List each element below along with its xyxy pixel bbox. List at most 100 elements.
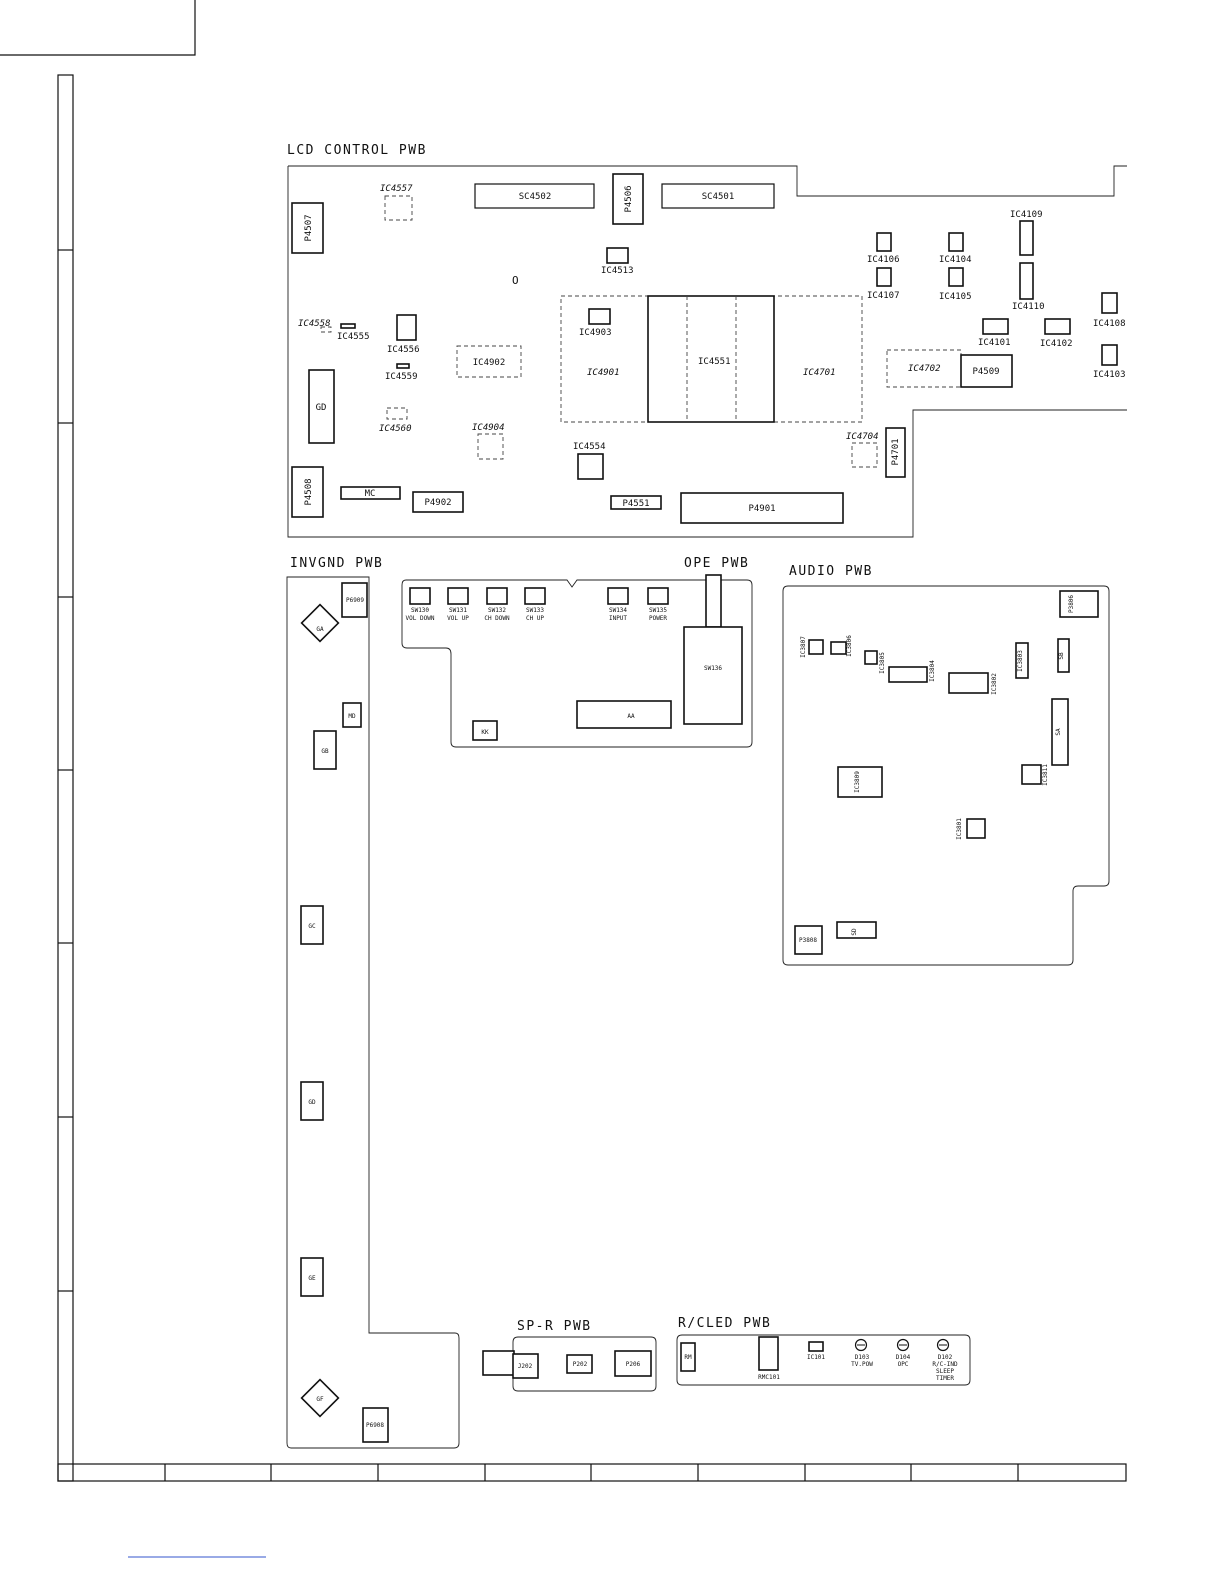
- part-ic3807: IC3807: [800, 636, 807, 658]
- part-ic4555: IC4555: [337, 332, 370, 342]
- part-ic3805: IC3805: [879, 652, 886, 674]
- part-p4506: P4506: [624, 185, 634, 212]
- part-gb: GB: [321, 748, 329, 755]
- part-ic4106: IC4106: [867, 255, 900, 265]
- part-p3808: P3808: [799, 937, 817, 944]
- sw133-ref: SW133: [526, 607, 544, 614]
- page-frame: [0, 0, 1127, 1558]
- part-p6908: P6908: [366, 1422, 384, 1429]
- part-gc: GC: [308, 923, 316, 930]
- part-d103: D103: [855, 1354, 870, 1361]
- part-rm: RM: [684, 1354, 692, 1361]
- part-ic3802: IC3802: [991, 673, 998, 695]
- invgnd-pwb: INVGND PWB P6909 GA MD GB GC GD GE GF P6…: [286, 556, 460, 1449]
- part-rmc101: RMC101: [758, 1374, 780, 1381]
- part-ic4702: IC4702: [908, 364, 941, 374]
- part-ic4105: IC4105: [939, 292, 972, 302]
- part-p6909: P6909: [346, 597, 364, 604]
- part-p4551: P4551: [622, 499, 649, 509]
- part-ic4108: IC4108: [1093, 319, 1126, 329]
- part-d102-function-3: TIMER: [936, 1375, 954, 1382]
- sw134-name: INPUT: [609, 615, 627, 622]
- part-ic4901: IC4901: [587, 368, 620, 378]
- part-p4509: P4509: [972, 367, 999, 377]
- part-ic4560: IC4560: [379, 424, 412, 434]
- sw130-name: VOL DOWN: [406, 615, 435, 622]
- part-sc4501: SC4501: [702, 192, 735, 202]
- ope-pwb-title: OPE PWB: [684, 556, 749, 571]
- part-ic3803: IC3803: [1017, 650, 1024, 672]
- part-ic3804: IC3804: [929, 660, 936, 682]
- part-ic4103: IC4103: [1093, 370, 1126, 380]
- part-j202: J202: [518, 1363, 533, 1370]
- part-ic4704: IC4704: [846, 432, 879, 442]
- sw133-name: CH UP: [526, 615, 544, 622]
- part-ic4559: IC4559: [385, 372, 418, 382]
- part-ic3809: IC3809: [854, 771, 861, 793]
- part-ic101: IC101: [807, 1354, 825, 1361]
- sp-r-pwb-title: SP-R PWB: [517, 1319, 592, 1334]
- part-ic4101: IC4101: [978, 338, 1011, 348]
- part-d102-function-1: R/C-IND: [932, 1361, 958, 1368]
- part-d104-function: OPC: [898, 1361, 909, 1368]
- ope-pwb: OPE PWB SW130 VOL DOWN SW131 VOL UP SW13…: [401, 556, 753, 748]
- sw134-ref: SW134: [609, 607, 627, 614]
- part-o: O: [512, 274, 519, 287]
- part-d102-function-2: SLEEP: [936, 1368, 954, 1375]
- ope-switch-row: SW130 VOL DOWN SW131 VOL UP SW132 CH DOW…: [406, 587, 669, 622]
- part-ic4902: IC4902: [473, 358, 506, 368]
- part-d104: D104: [896, 1354, 911, 1361]
- part-ic4107: IC4107: [867, 291, 900, 301]
- invgnd-pwb-title: INVGND PWB: [290, 556, 383, 571]
- sw130-ref: SW130: [411, 607, 429, 614]
- part-ic4558: IC4558: [298, 319, 331, 329]
- lcd-control-pwb: LCD CONTROL PWB P4507 IC4557 SC4502 P450…: [287, 143, 1127, 538]
- part-ic4110: IC4110: [1012, 302, 1045, 312]
- part-ic4557: IC4557: [380, 184, 413, 194]
- part-gd: GD: [316, 403, 327, 413]
- sw135-ref: SW135: [649, 607, 667, 614]
- part-sb: SB: [1058, 652, 1065, 660]
- part-ic4904: IC4904: [472, 423, 505, 433]
- part-gf: GF: [316, 1396, 324, 1403]
- part-sw136: SW136: [704, 665, 722, 672]
- part-p4901: P4901: [748, 504, 775, 514]
- part-ic3801: IC3801: [956, 818, 963, 840]
- part-ic4701: IC4701: [803, 368, 836, 378]
- part-kk: KK: [481, 729, 489, 736]
- part-sa: SA: [1055, 728, 1062, 736]
- sw132-ref: SW132: [488, 607, 506, 614]
- part-ic4556: IC4556: [387, 345, 420, 355]
- part-p4507: P4507: [304, 214, 314, 241]
- part-aa: AA: [627, 713, 635, 720]
- part-d102: D102: [938, 1354, 953, 1361]
- sw132-name: CH DOWN: [484, 615, 510, 622]
- part-p4902: P4902: [424, 498, 451, 508]
- part-ic4104: IC4104: [939, 255, 972, 265]
- part-p4701: P4701: [891, 438, 901, 465]
- part-md: MD: [348, 713, 356, 720]
- part-mc: MC: [365, 489, 376, 499]
- audio-pwb-title: AUDIO PWB: [789, 564, 873, 579]
- sp-r-pwb: SP-R PWB J202 P202 P206: [482, 1319, 657, 1392]
- part-ic4109: IC4109: [1010, 210, 1043, 220]
- rcled-pwb-title: R/CLED PWB: [678, 1316, 771, 1331]
- part-sc4502: SC4502: [519, 192, 552, 202]
- part-ic4102: IC4102: [1040, 339, 1073, 349]
- rcled-pwb: R/CLED PWB RM RMC101 IC101 D103 TV.POW D…: [676, 1316, 971, 1386]
- part-d103-function: TV.POW: [851, 1361, 873, 1368]
- part-gd-inv: GD: [308, 1099, 316, 1106]
- audio-pwb: AUDIO PWB P3806 IC3807 IC3806 IC3805 IC3…: [782, 564, 1110, 966]
- sw131-ref: SW131: [449, 607, 467, 614]
- part-p202: P202: [573, 1361, 588, 1368]
- sw135-name: POWER: [649, 615, 667, 622]
- part-ic4551: IC4551: [698, 357, 731, 367]
- part-ic4513: IC4513: [601, 266, 634, 276]
- part-sd: SD: [851, 928, 858, 936]
- part-ga: GA: [316, 626, 324, 633]
- lcd-control-pwb-title: LCD CONTROL PWB: [287, 143, 427, 158]
- part-ic4903: IC4903: [579, 328, 612, 338]
- part-p4508: P4508: [304, 478, 314, 505]
- part-ic3811: IC3811: [1042, 764, 1049, 786]
